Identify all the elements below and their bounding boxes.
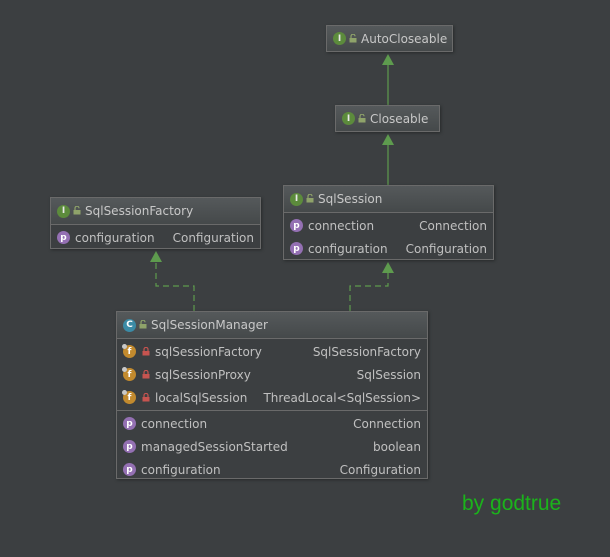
class-node-sqlsessionfactory[interactable]: I SqlSessionFactory p configuration Configur… — [50, 197, 261, 249]
interface-badge-icon: I — [57, 204, 70, 218]
member-row[interactable]: f localSqlSession ThreadLocal<SqlSession> — [117, 386, 427, 409]
member-row[interactable]: p connection Connection — [284, 214, 493, 237]
member-name: configuration — [141, 462, 221, 477]
member-type: SqlSessionFactory — [312, 344, 421, 359]
member-name: connection — [141, 416, 208, 431]
member-type: boolean — [373, 439, 421, 454]
properties-section: p connection Connection p managedSessionStar… — [117, 410, 427, 482]
class-node-title: AutoCloseable — [361, 31, 448, 46]
property-badge-icon: p — [123, 417, 136, 430]
property-badge-icon: p — [123, 440, 136, 453]
extends-edge-closeable-to-autocloseable — [382, 54, 394, 105]
public-visibility-icon — [349, 32, 357, 46]
edge-line — [349, 272, 389, 311]
extends-edge-sqlsession-to-closeable — [382, 134, 394, 185]
member-name: managedSessionStarted — [141, 439, 288, 454]
public-visibility-icon — [139, 318, 147, 332]
private-lock-icon — [142, 368, 150, 382]
member-type: Configuration — [405, 241, 487, 256]
member-row[interactable]: p configuration Configuration — [51, 226, 260, 249]
class-node-header: I Closeable — [336, 106, 439, 131]
public-visibility-icon — [358, 112, 366, 126]
public-visibility-icon — [73, 204, 81, 218]
interface-badge-icon: I — [290, 192, 303, 206]
property-badge-icon: p — [290, 219, 303, 232]
class-node-sqlsession[interactable]: I SqlSession p connection Connection p configu… — [283, 185, 494, 260]
member-type: SqlSession — [356, 367, 421, 382]
property-badge-icon: p — [290, 242, 303, 255]
public-visibility-icon — [306, 192, 314, 206]
implements-edge-sqlsessionmanager-to-sqlsession — [349, 262, 394, 311]
member-name: sqlSessionFactory — [155, 344, 262, 359]
fields-section: f sqlSessionFactory SqlSessionFactory f sqlS… — [117, 339, 427, 410]
property-badge-icon: p — [57, 231, 70, 244]
class-node-header: C SqlSessionManager — [117, 312, 427, 339]
member-row[interactable]: f sqlSessionProxy SqlSession — [117, 363, 427, 386]
member-name: sqlSessionProxy — [155, 367, 251, 382]
class-node-title: SqlSession — [318, 192, 383, 206]
watermark-text: by godtrue — [462, 492, 562, 515]
class-node-title: Closeable — [370, 111, 429, 126]
arrowhead-icon — [150, 251, 162, 262]
member-type: ThreadLocal<SqlSession> — [263, 390, 421, 405]
implements-edge-sqlsessionmanager-to-sqlsessionfactory — [150, 251, 195, 311]
interface-badge-icon: I — [333, 32, 346, 45]
arrowhead-icon — [382, 54, 394, 65]
class-node-closeable[interactable]: I Closeable — [335, 105, 440, 132]
class-badge-icon: C — [123, 318, 136, 332]
field-badge-icon: f — [122, 367, 136, 381]
interface-badge-icon: I — [342, 112, 355, 125]
class-node-title: SqlSessionManager — [151, 318, 268, 332]
properties-section: p connection Connection p configuration Confi… — [284, 213, 493, 261]
class-node-header: I SqlSessionFactory — [51, 198, 260, 225]
arrowhead-icon — [382, 134, 394, 145]
member-type: Configuration — [172, 230, 254, 245]
member-row[interactable]: f sqlSessionFactory SqlSessionFactory — [117, 340, 427, 363]
edge-line — [155, 261, 195, 311]
class-node-header: I SqlSession — [284, 186, 493, 213]
class-node-title: SqlSessionFactory — [85, 204, 194, 218]
member-name: configuration — [308, 241, 388, 256]
field-badge-icon: f — [122, 390, 136, 404]
member-type: Configuration — [339, 462, 421, 477]
member-type: Connection — [419, 218, 487, 233]
class-node-header: I AutoCloseable — [327, 26, 452, 51]
private-lock-icon — [142, 391, 150, 405]
member-name: connection — [308, 218, 375, 233]
member-row[interactable]: p configuration Configuration — [117, 458, 427, 481]
member-row[interactable]: p managedSessionStarted boolean — [117, 435, 427, 458]
member-type: Connection — [353, 416, 421, 431]
arrowhead-icon — [382, 262, 394, 273]
member-name: configuration — [75, 230, 155, 245]
properties-section: p configuration Configuration — [51, 225, 260, 250]
property-badge-icon: p — [123, 463, 136, 476]
member-row[interactable]: p configuration Configuration — [284, 237, 493, 260]
private-lock-icon — [142, 345, 150, 359]
class-node-autocloseable[interactable]: I AutoCloseable — [326, 25, 453, 52]
member-row[interactable]: p connection Connection — [117, 412, 427, 435]
member-name: localSqlSession — [155, 390, 248, 405]
field-badge-icon: f — [122, 344, 136, 358]
